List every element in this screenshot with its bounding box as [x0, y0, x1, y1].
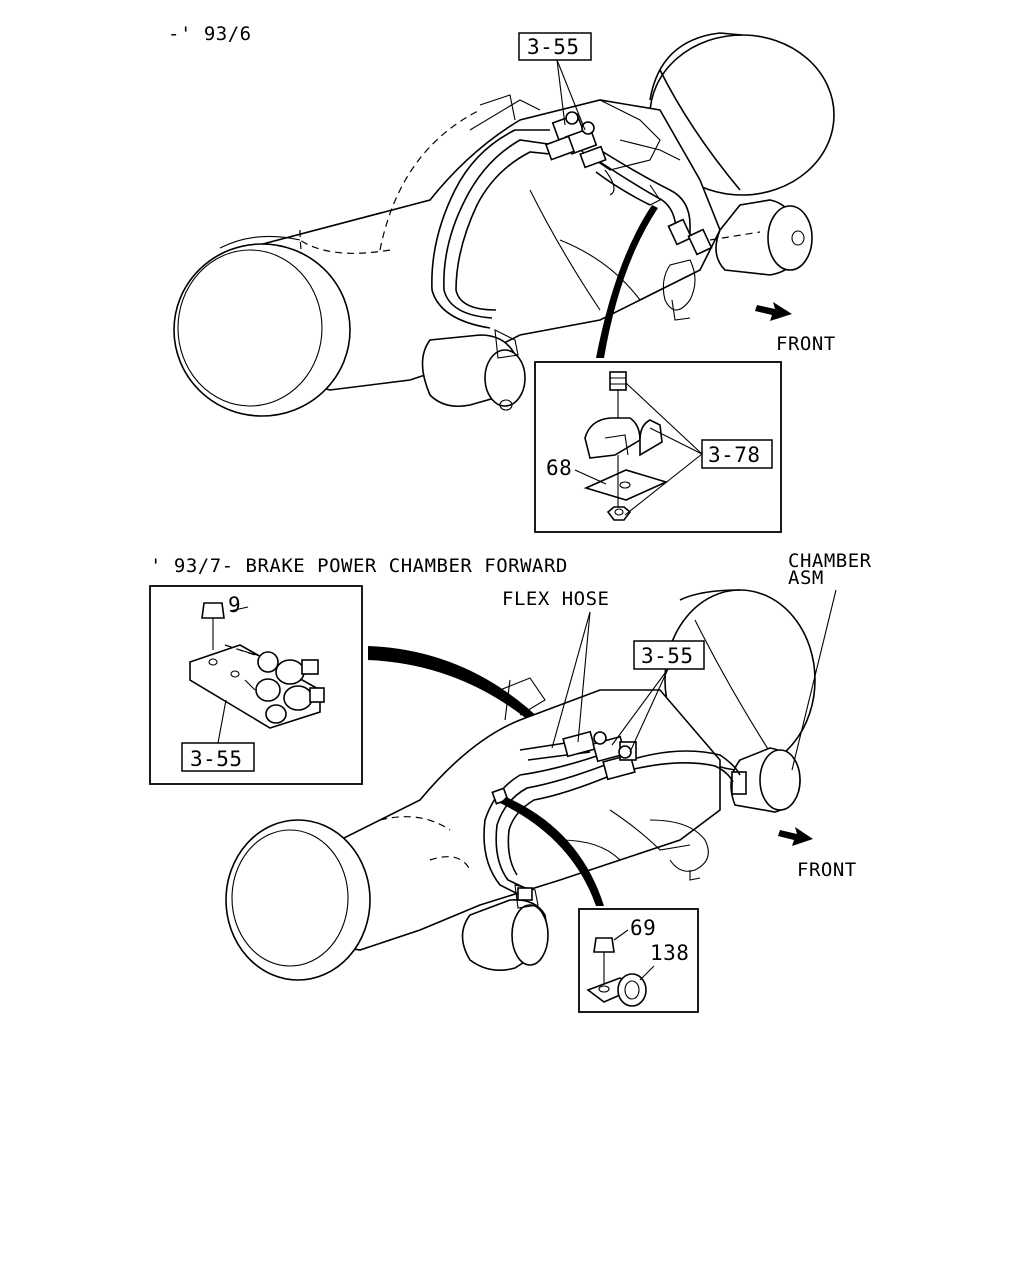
part-68-label: 68 — [546, 456, 572, 480]
bottom-valve-block — [491, 730, 637, 901]
bottom-inset-callout-label: 3-55 — [190, 747, 243, 771]
top-front-label: FRONT — [776, 333, 836, 355]
chamber-label-line2: ASM — [788, 567, 824, 589]
top-brake-line-right — [599, 149, 691, 240]
top-callout-box — [518, 32, 592, 61]
bottom-callout-box — [633, 640, 705, 670]
bottom-callout-label: 3-55 — [641, 644, 694, 668]
part-138-label: 138 — [650, 941, 689, 965]
chamber-label-line1: CHAMBER — [788, 550, 872, 572]
top-detail-clamp — [583, 371, 669, 521]
bottom-inset-callout-box — [181, 742, 255, 772]
bottom-front-arrow-icon — [778, 827, 813, 846]
bottom-inset-leader — [368, 646, 545, 730]
top-range-label: -' 93/6 — [168, 23, 252, 45]
bottom-brake-line-right — [629, 750, 741, 776]
top-front-arrow-icon — [755, 302, 792, 321]
bottom-detail-clip — [586, 937, 647, 1007]
top-detail-leader — [596, 205, 658, 358]
top-valve-block — [544, 111, 713, 256]
bottom-left-drum — [225, 819, 371, 981]
bottom-axle-assembly — [225, 589, 816, 981]
bottom-front-label: FRONT — [797, 859, 857, 881]
bottom-inset-valve-plate — [189, 602, 325, 729]
top-callout-label: 3-55 — [527, 35, 580, 59]
top-axle-assembly — [173, 32, 835, 417]
flex-hose-label: FLEX HOSE — [502, 588, 609, 610]
top-left-drum — [173, 243, 351, 417]
part-69-label: 69 — [630, 916, 656, 940]
bottom-detail-leader — [500, 797, 604, 906]
top-detail-callout-label: 3-78 — [708, 443, 761, 467]
part-9-label: 9 — [228, 593, 241, 617]
bottom-range-label: ' 93/7- BRAKE POWER CHAMBER FORWARD — [150, 555, 568, 577]
top-brake-line-left-a — [431, 129, 550, 329]
